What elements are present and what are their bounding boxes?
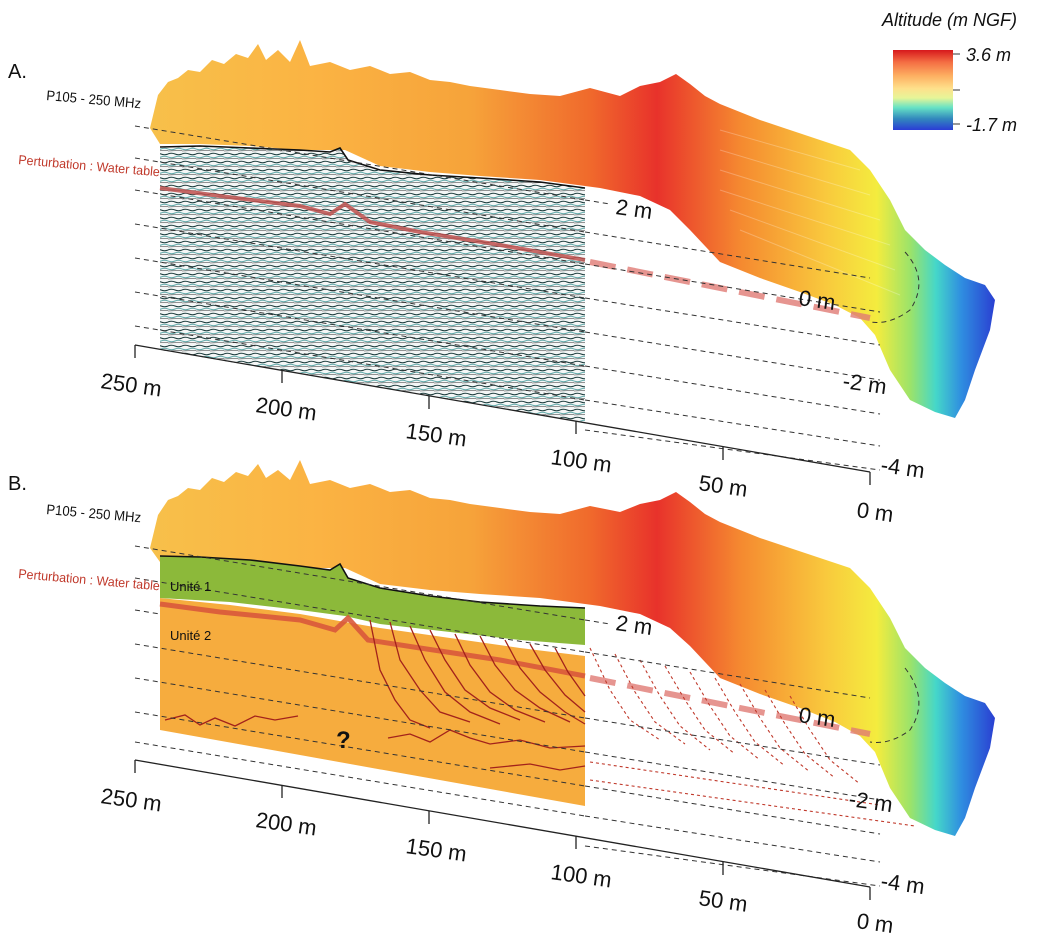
- distance-label-250-a: 250 m: [99, 368, 163, 401]
- radargram-a: [160, 146, 585, 422]
- distance-label-0-a: 0 m: [855, 497, 895, 527]
- water-table-a: [159, 186, 586, 262]
- ground-line-a: [159, 145, 586, 189]
- terrain-surface-b: [150, 460, 995, 836]
- colorbar-min: -1.7 m: [966, 115, 1017, 135]
- distance-label-0-b: 0 m: [855, 908, 895, 937]
- distance-label-200-a: 200 m: [254, 392, 318, 425]
- panel-a: 250 m 200 m 150 m 100 m 50 m 0 m 2 m 0 m…: [8, 40, 995, 527]
- distance-label-50-a: 50 m: [697, 470, 749, 502]
- water-table-b: [159, 601, 586, 679]
- panel-label-a: A.: [8, 61, 27, 83]
- depth-label-2-b: 2 m: [614, 610, 654, 640]
- depth-label-minus4-a: -4 m: [879, 452, 926, 483]
- depth-label-0-b: 0 m: [797, 702, 837, 732]
- unit2-layer: [160, 598, 585, 806]
- unit2-label: Unité 2: [170, 628, 211, 643]
- reflector-projection-lines: [589, 647, 916, 827]
- depth-label-minus2-a: -2 m: [841, 368, 888, 399]
- profile-label-b: P105 - 250 MHz: [46, 501, 142, 525]
- terrain-surface-a: [150, 40, 995, 418]
- unit1-label: Unité 1: [170, 579, 211, 594]
- perturbation-label-a: Perturbation : Water table: [18, 152, 161, 179]
- profile-label-a: P105 - 250 MHz: [46, 87, 142, 111]
- distance-label-50-b: 50 m: [697, 885, 749, 917]
- depth-label-2-a: 2 m: [614, 194, 654, 224]
- depth-gridlines-a: [134, 125, 920, 471]
- distance-axis-b: [134, 759, 871, 888]
- distance-label-250-b: 250 m: [99, 783, 163, 816]
- distance-ticks-b: [134, 760, 871, 900]
- depth-label-minus2-b: -2 m: [847, 786, 894, 817]
- distance-axis-a: [134, 344, 871, 473]
- ground-line-b: [159, 555, 586, 609]
- depth-gridlines-b: [134, 545, 920, 887]
- colorbar: Altitude (m NGF) 3.6 m -1.7 m: [881, 10, 1017, 135]
- perturbation-label-b: Perturbation : Water table: [18, 566, 161, 593]
- colorbar-title: Altitude (m NGF): [881, 10, 1017, 30]
- unknown-marker: ?: [336, 727, 351, 754]
- terrain-shading-a: [719, 129, 901, 296]
- distance-label-150-a: 150 m: [404, 418, 468, 451]
- panel-label-b: B.: [8, 473, 27, 495]
- colorbar-max: 3.6 m: [966, 45, 1011, 65]
- panel-b: 250 m 200 m 150 m 100 m 50 m 0 m 2 m 0 m…: [8, 460, 995, 937]
- water-table-extension-b: [589, 675, 871, 737]
- distance-label-150-b: 150 m: [404, 833, 468, 866]
- distance-label-200-b: 200 m: [254, 807, 318, 840]
- unit1-layer: [160, 556, 585, 645]
- distance-ticks-a: [134, 345, 871, 485]
- depth-label-minus4-b: -4 m: [879, 868, 926, 899]
- distance-label-100-b: 100 m: [549, 859, 613, 892]
- depth-label-0-a: 0 m: [797, 285, 837, 315]
- distance-label-100-a: 100 m: [549, 444, 613, 477]
- colorbar-gradient: [893, 50, 953, 130]
- water-table-extension-a: [589, 259, 871, 321]
